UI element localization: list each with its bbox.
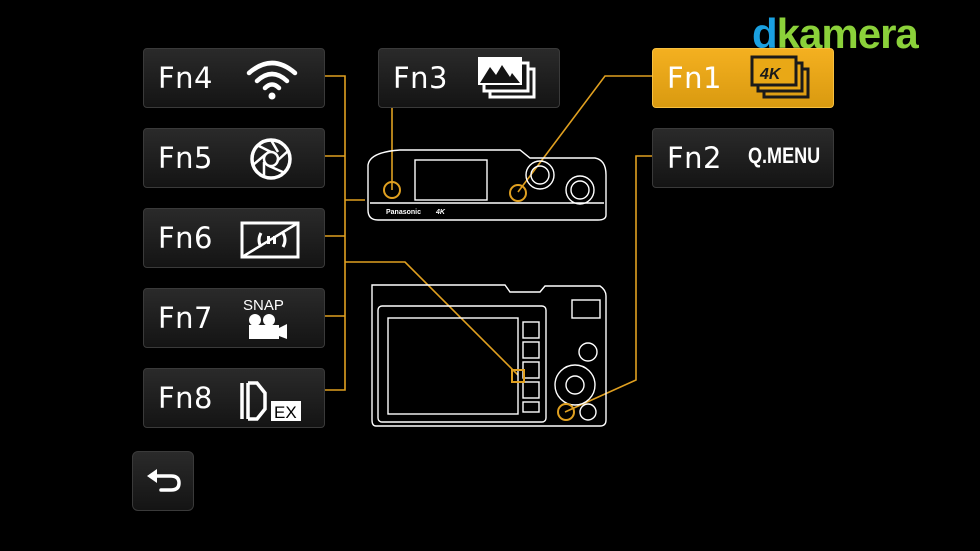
snap-movie-icon: SNAP [243, 297, 287, 339]
4k-text: 4K [759, 66, 782, 83]
camera-4k-badge: 4K [435, 209, 446, 216]
fn3-label: Fn3 [393, 61, 449, 95]
camera-brand: Panasonic [386, 209, 421, 216]
fn2-button[interactable]: Fn2 Q.MENU [652, 128, 834, 188]
fn7-label: Fn7 [158, 301, 214, 335]
return-icon [147, 469, 181, 492]
ex-text: EX [274, 403, 297, 422]
back-button[interactable] [132, 451, 194, 511]
fn1-button[interactable]: Fn1 4K [652, 48, 834, 108]
fn6-button[interactable]: Fn6 [143, 208, 325, 268]
fn7-button[interactable]: Fn7 SNAP [143, 288, 325, 348]
fn3-button-marker [383, 181, 401, 199]
connector-lines [325, 75, 652, 413]
snap-text: SNAP [243, 297, 284, 314]
fn4-button[interactable]: Fn4 [143, 48, 325, 108]
aperture-icon [250, 138, 292, 180]
fn2-label: Fn2 [667, 141, 723, 175]
fn3-button[interactable]: Fn3 [378, 48, 560, 108]
fn4-label: Fn4 [158, 61, 214, 95]
bracket-icon [478, 57, 536, 99]
qmenu-text: Q.MENU [748, 143, 821, 168]
fn1-label: Fn1 [667, 61, 723, 95]
silent-mode-icon [240, 221, 300, 259]
fn6-back-marker [511, 369, 525, 383]
fn8-button[interactable]: Fn8 EX [143, 368, 325, 428]
fn2-button-marker [557, 403, 575, 421]
fn8-label: Fn8 [158, 381, 214, 415]
wifi-icon [246, 60, 298, 100]
camera-back-view [371, 284, 607, 427]
ex-tele-conv-icon: EX [240, 381, 301, 422]
fn6-label: Fn6 [158, 221, 214, 255]
fn5-label: Fn5 [158, 141, 214, 175]
camera-top-view [367, 149, 607, 221]
4k-photo-icon: 4K [750, 55, 810, 99]
fn5-button[interactable]: Fn5 [143, 128, 325, 188]
fn1-button-marker [509, 184, 527, 202]
